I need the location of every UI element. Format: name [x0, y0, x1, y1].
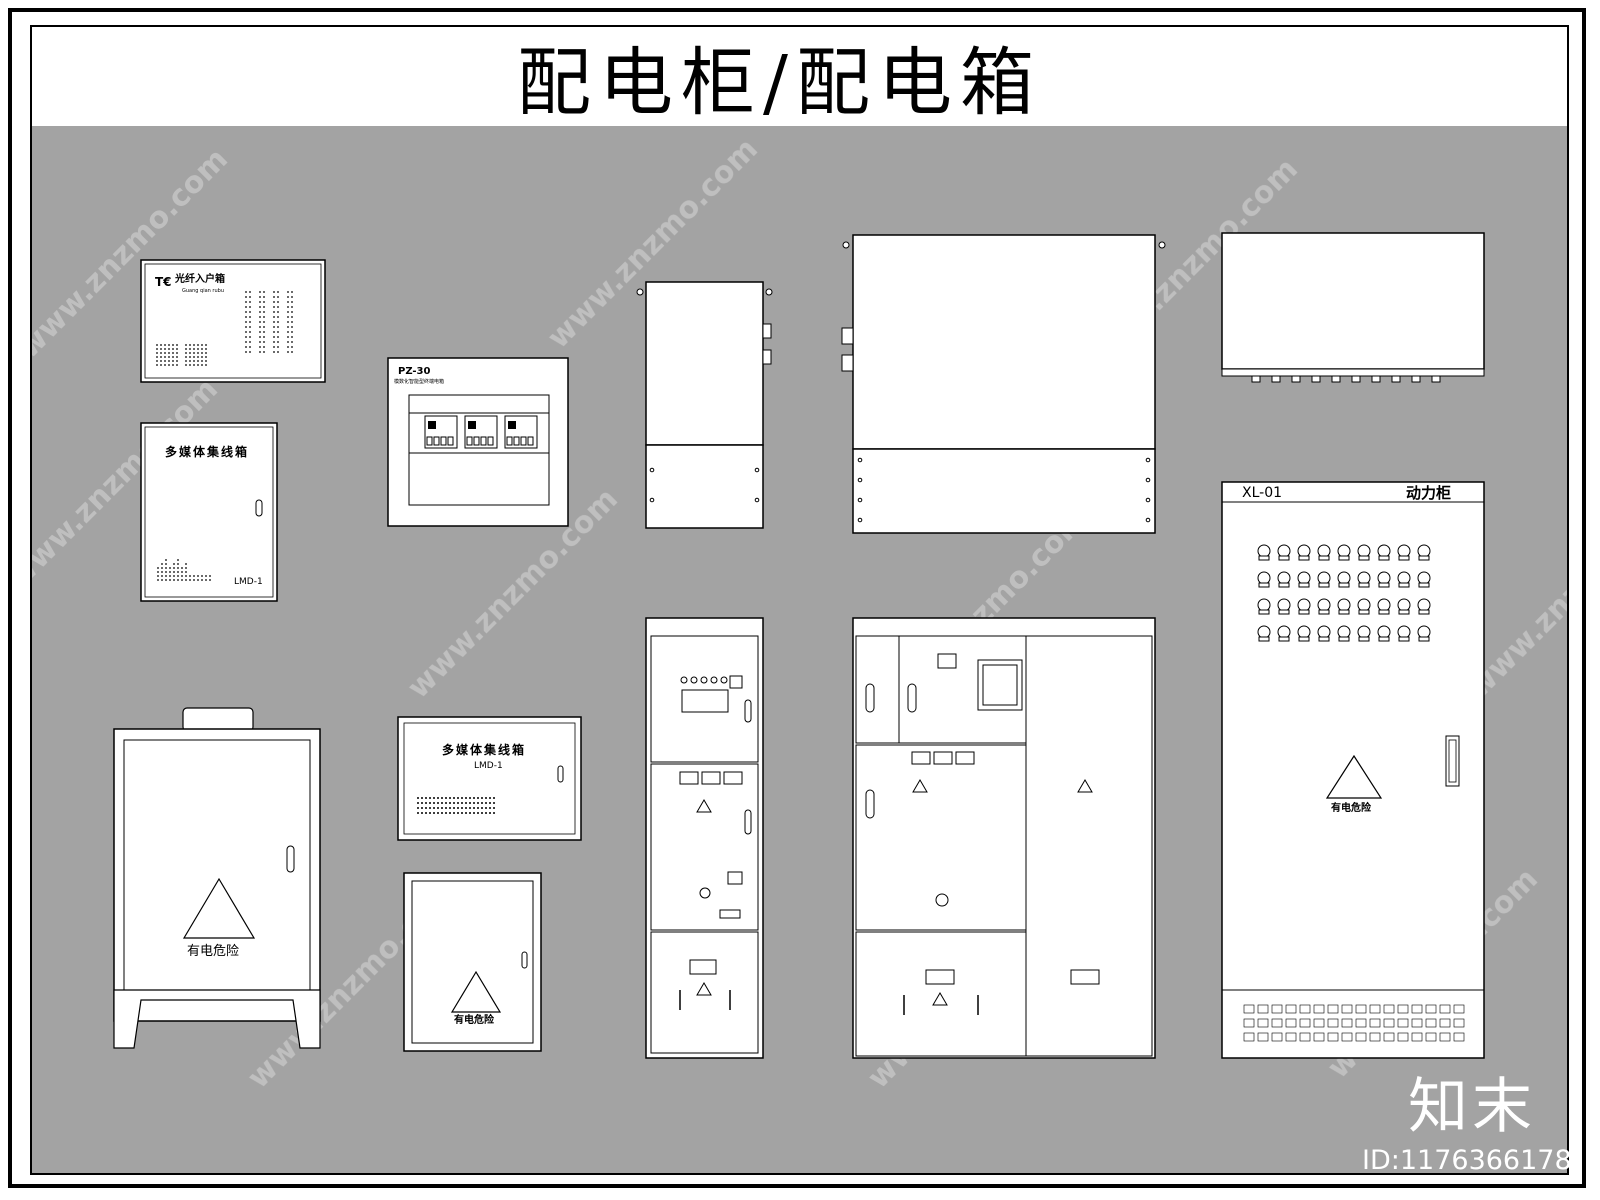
- title-bar: 配电柜/配电箱: [32, 27, 1567, 127]
- warning-triangle-icon: [450, 970, 502, 1013]
- door-handle-icon: [286, 845, 295, 873]
- door-handle-icon: [255, 499, 263, 517]
- warning-triangle-icon: [182, 877, 256, 939]
- standing-distribution-box: 有电危险: [113, 707, 321, 1049]
- power-cabinet-warning: 有电危险: [1331, 801, 1372, 814]
- pz30-distribution-box: PZ-30 模数化智能型终端电箱: [387, 357, 569, 527]
- vent-dots: [157, 559, 211, 581]
- standing-box-warning: 有电危险: [187, 944, 239, 959]
- multimedia-box-1-label: 多媒体集线箱: [165, 444, 249, 459]
- multimedia-box-2: 多媒体集线箱 LMD-1: [397, 716, 582, 841]
- power-cabinet-code: XL-01: [1242, 485, 1282, 501]
- power-cabinet-name: 动力柜: [1406, 484, 1451, 502]
- fiber-entry-box: T€ 光纤入户箱 Guang qian rubu: [140, 259, 326, 383]
- multimedia-box-1: 多媒体集线箱 LMD-1: [140, 422, 278, 602]
- image-id: ID:1176366178: [1362, 1145, 1572, 1176]
- top-handle: [182, 707, 254, 732]
- warning-triangle-icon: [1325, 754, 1383, 799]
- switchgear-wide: [852, 617, 1156, 1059]
- enclosure-flat: [1221, 232, 1485, 383]
- fiber-box-sublabel: Guang qian rubu: [182, 288, 224, 294]
- breaker-row: [424, 415, 538, 449]
- fiber-port-dots: [156, 291, 293, 366]
- enclosure-narrow: [636, 281, 773, 529]
- image-id-label: ID:: [1362, 1145, 1400, 1176]
- pz30-model: PZ-30: [398, 366, 431, 377]
- fiber-box-label: 光纤入户箱: [174, 272, 225, 285]
- image-id-value: 1176366178: [1399, 1145, 1572, 1176]
- power-cabinet-xl01: XL-01 动力柜 有电危险: [1221, 481, 1485, 1059]
- door-handle-icon: [521, 951, 528, 969]
- pz30-subtitle: 模数化智能型终端电箱: [394, 378, 444, 385]
- fiber-logo-icon: T€: [155, 275, 172, 289]
- multimedia-box-1-model: LMD-1: [234, 577, 263, 587]
- enclosure-wide: [841, 234, 1166, 534]
- page-title: 配电柜/配电箱: [517, 40, 1042, 126]
- drawing-canvas: www.znzmo.com www.znzmo.com www.znzmo.co…: [1, 126, 1600, 1173]
- meter-grid: [1257, 544, 1431, 642]
- vent-dots: [417, 797, 495, 814]
- multimedia-box-2-label: 多媒体集线箱: [442, 742, 526, 757]
- small-distribution-box: 有电危险: [403, 872, 542, 1052]
- small-box-warning: 有电危险: [454, 1013, 495, 1026]
- door-handle-icon: [1445, 735, 1460, 787]
- brand-logo: 知末: [1408, 1072, 1536, 1142]
- multimedia-box-2-model: LMD-1: [474, 761, 503, 771]
- outer-frame: [8, 8, 1586, 1188]
- inner-frame: [30, 25, 1569, 1175]
- cabinet-legs: [113, 989, 321, 1049]
- switchgear-narrow: [645, 617, 764, 1059]
- door-handle-icon: [557, 765, 564, 783]
- vent-grid: [1243, 1004, 1465, 1042]
